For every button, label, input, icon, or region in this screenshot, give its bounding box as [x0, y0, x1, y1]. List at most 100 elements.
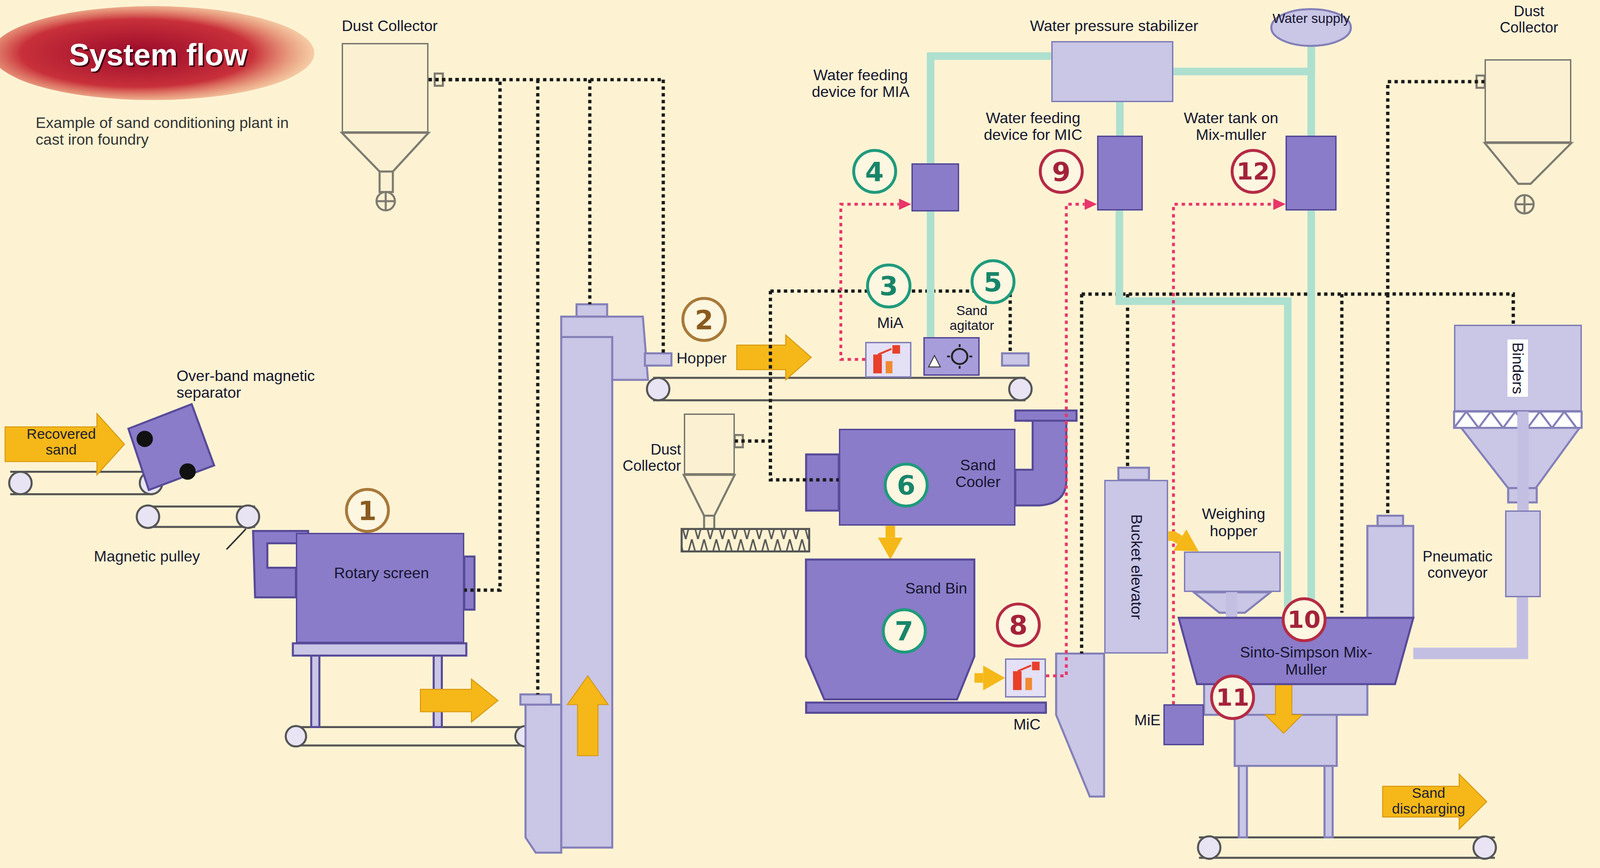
belt-conveyor	[1473, 836, 1496, 859]
sand-flow-arrow	[5, 413, 125, 475]
moisture-sensor-outline	[1017, 665, 1032, 671]
text-holder: Water supply	[1270, 11, 1352, 27]
sand-flow-arrow	[1265, 681, 1303, 733]
weighing-hopper: Weighing hopper	[1183, 551, 1281, 593]
water-tank: Water tank on Mix-muller	[1285, 135, 1337, 210]
belt-conveyor	[647, 377, 670, 400]
text-holder: MiA	[854, 314, 927, 332]
feed-pipe	[1517, 411, 1529, 511]
mix-muller-parts	[1324, 765, 1333, 837]
belt-conveyor	[9, 377, 1496, 858]
bucket-elevator-right	[1118, 467, 1150, 481]
sand-agitator-outline	[947, 344, 973, 369]
part-label: Magnetic pulley	[94, 547, 232, 565]
label-holder: 9	[1038, 148, 1084, 194]
part-label: Recovered sand	[22, 425, 101, 458]
feed-pipe	[1413, 596, 1523, 654]
sand-agitator-outline	[924, 338, 979, 375]
signal-line	[1045, 204, 1085, 676]
water-pipe	[1307, 46, 1316, 136]
belt-conveyor	[1009, 377, 1032, 400]
sand-flow-arrow	[567, 675, 609, 756]
belt-conveyor	[290, 726, 531, 745]
text-holder: Pneumatic conveyor	[1412, 548, 1503, 581]
dust-collector-body	[1484, 142, 1572, 184]
sand-cooler-parts	[1015, 420, 1067, 506]
dust-collector-label: Dust Collector	[1486, 3, 1571, 36]
water-supply-label: Water supply	[1270, 11, 1352, 27]
caption-holder: Example of sand conditioning plant in ca…	[35, 114, 302, 148]
dust-collector-label: Dust Collector	[325, 17, 454, 35]
mix-muller-parts	[1453, 411, 1577, 428]
rotary-screen: Rotary screen	[295, 532, 465, 643]
text-holder: Rotary screen	[297, 564, 466, 582]
bucket-elevator-left	[520, 693, 552, 704]
label-holder: Sand discharging	[1382, 784, 1475, 816]
text-holder: Dust Collector	[1486, 3, 1571, 36]
pneumatic-conveyor-label: Pneumatic conveyor	[1412, 548, 1503, 581]
magnetic-separator: Over-band magnetic separator	[120, 399, 218, 494]
screw-conveyor	[681, 528, 809, 552]
weighing-hopper-label: Weighing hopper	[1180, 505, 1288, 539]
dust-collector-body	[341, 132, 429, 172]
text-holder: MiE	[1115, 711, 1161, 729]
sand-bin-label: Sand Bin	[902, 579, 970, 597]
label-holder: 8	[995, 602, 1041, 648]
belt-conveyor	[236, 505, 260, 528]
water-feeding-device-label: Water feeding device for MIC	[970, 109, 1096, 144]
title-holder: System flow	[0, 8, 317, 103]
text-holder: Water tank on Mix-muller	[1174, 109, 1287, 144]
sand-flow	[1168, 535, 1180, 540]
bucket-elevator-left	[576, 303, 607, 317]
pressure-stabilizer-label: Water pressure stabilizer	[1009, 17, 1219, 35]
bucket-elevator-left	[1002, 353, 1029, 366]
callout-number: 9	[1038, 148, 1084, 194]
caption: Example of sand conditioning plant in ca…	[35, 114, 302, 148]
sand-cooler-label: Sand Cooler	[942, 456, 1015, 491]
label-holder: 2	[681, 296, 727, 342]
moisture-sensor-outline	[1025, 677, 1033, 691]
moisture-sensor-outline	[1006, 659, 1045, 696]
text-holder: Binders	[1455, 325, 1580, 410]
belt-conveyor	[9, 471, 32, 494]
callout-number: 6	[883, 462, 929, 508]
dust-duct	[1081, 293, 1389, 654]
sand-flow-arrow	[1382, 773, 1487, 829]
bucket-elevator-label: Bucket elevator	[1126, 511, 1147, 623]
pressure-stabilizer: Water pressure stabilizer	[1051, 41, 1174, 103]
text-holder: Sand Bin	[902, 579, 970, 597]
bucket-elevator-left	[561, 316, 649, 380]
water-feeding-device: Water feeding device for MIC	[1097, 135, 1143, 210]
title: System flow	[69, 38, 248, 72]
sand-cooler-parts	[805, 454, 839, 511]
water-supply: Water supply	[1270, 8, 1352, 47]
sand-flow-arrow	[736, 334, 812, 380]
water-feeding-device: Water feeding device for MIA	[911, 163, 960, 212]
moisture-sensor: MiA	[865, 341, 911, 378]
rotary-screen-parts	[292, 642, 467, 656]
rotary-screen-parts	[464, 556, 475, 610]
sand-bin-outline	[805, 559, 975, 700]
water-pipe	[1116, 102, 1124, 136]
moisture-sensor: MiE	[1163, 703, 1205, 745]
dust-collector: Dust Collector	[341, 42, 429, 133]
rotary-screen-parts	[311, 655, 320, 727]
text-holder: Over-band magnetic separator	[176, 367, 351, 401]
text-holder: Weighing hopper	[1180, 505, 1288, 539]
magnetic-separator-outline	[128, 404, 215, 491]
label-holder: 7	[881, 607, 927, 653]
callout-number: 2	[681, 296, 727, 342]
bucket-elevator-left	[520, 303, 1029, 853]
binder-hopper: Binders	[1453, 324, 1582, 412]
callout-number: 11	[1210, 674, 1255, 720]
label-holder: 6	[883, 462, 929, 508]
sand-flow-arrow	[420, 678, 499, 722]
magnetic-separator-outline	[120, 399, 218, 494]
moisture-sensor-outline	[1032, 661, 1040, 670]
moisture-sensor-outline	[1013, 670, 1022, 691]
label-holder: 10	[1281, 596, 1327, 642]
sand-flow-arrow	[5, 334, 1487, 829]
magnetic-separator-label: Over-band magnetic separator	[176, 367, 351, 401]
dust-collector-body	[703, 515, 714, 529]
sand-flow	[885, 525, 896, 538]
